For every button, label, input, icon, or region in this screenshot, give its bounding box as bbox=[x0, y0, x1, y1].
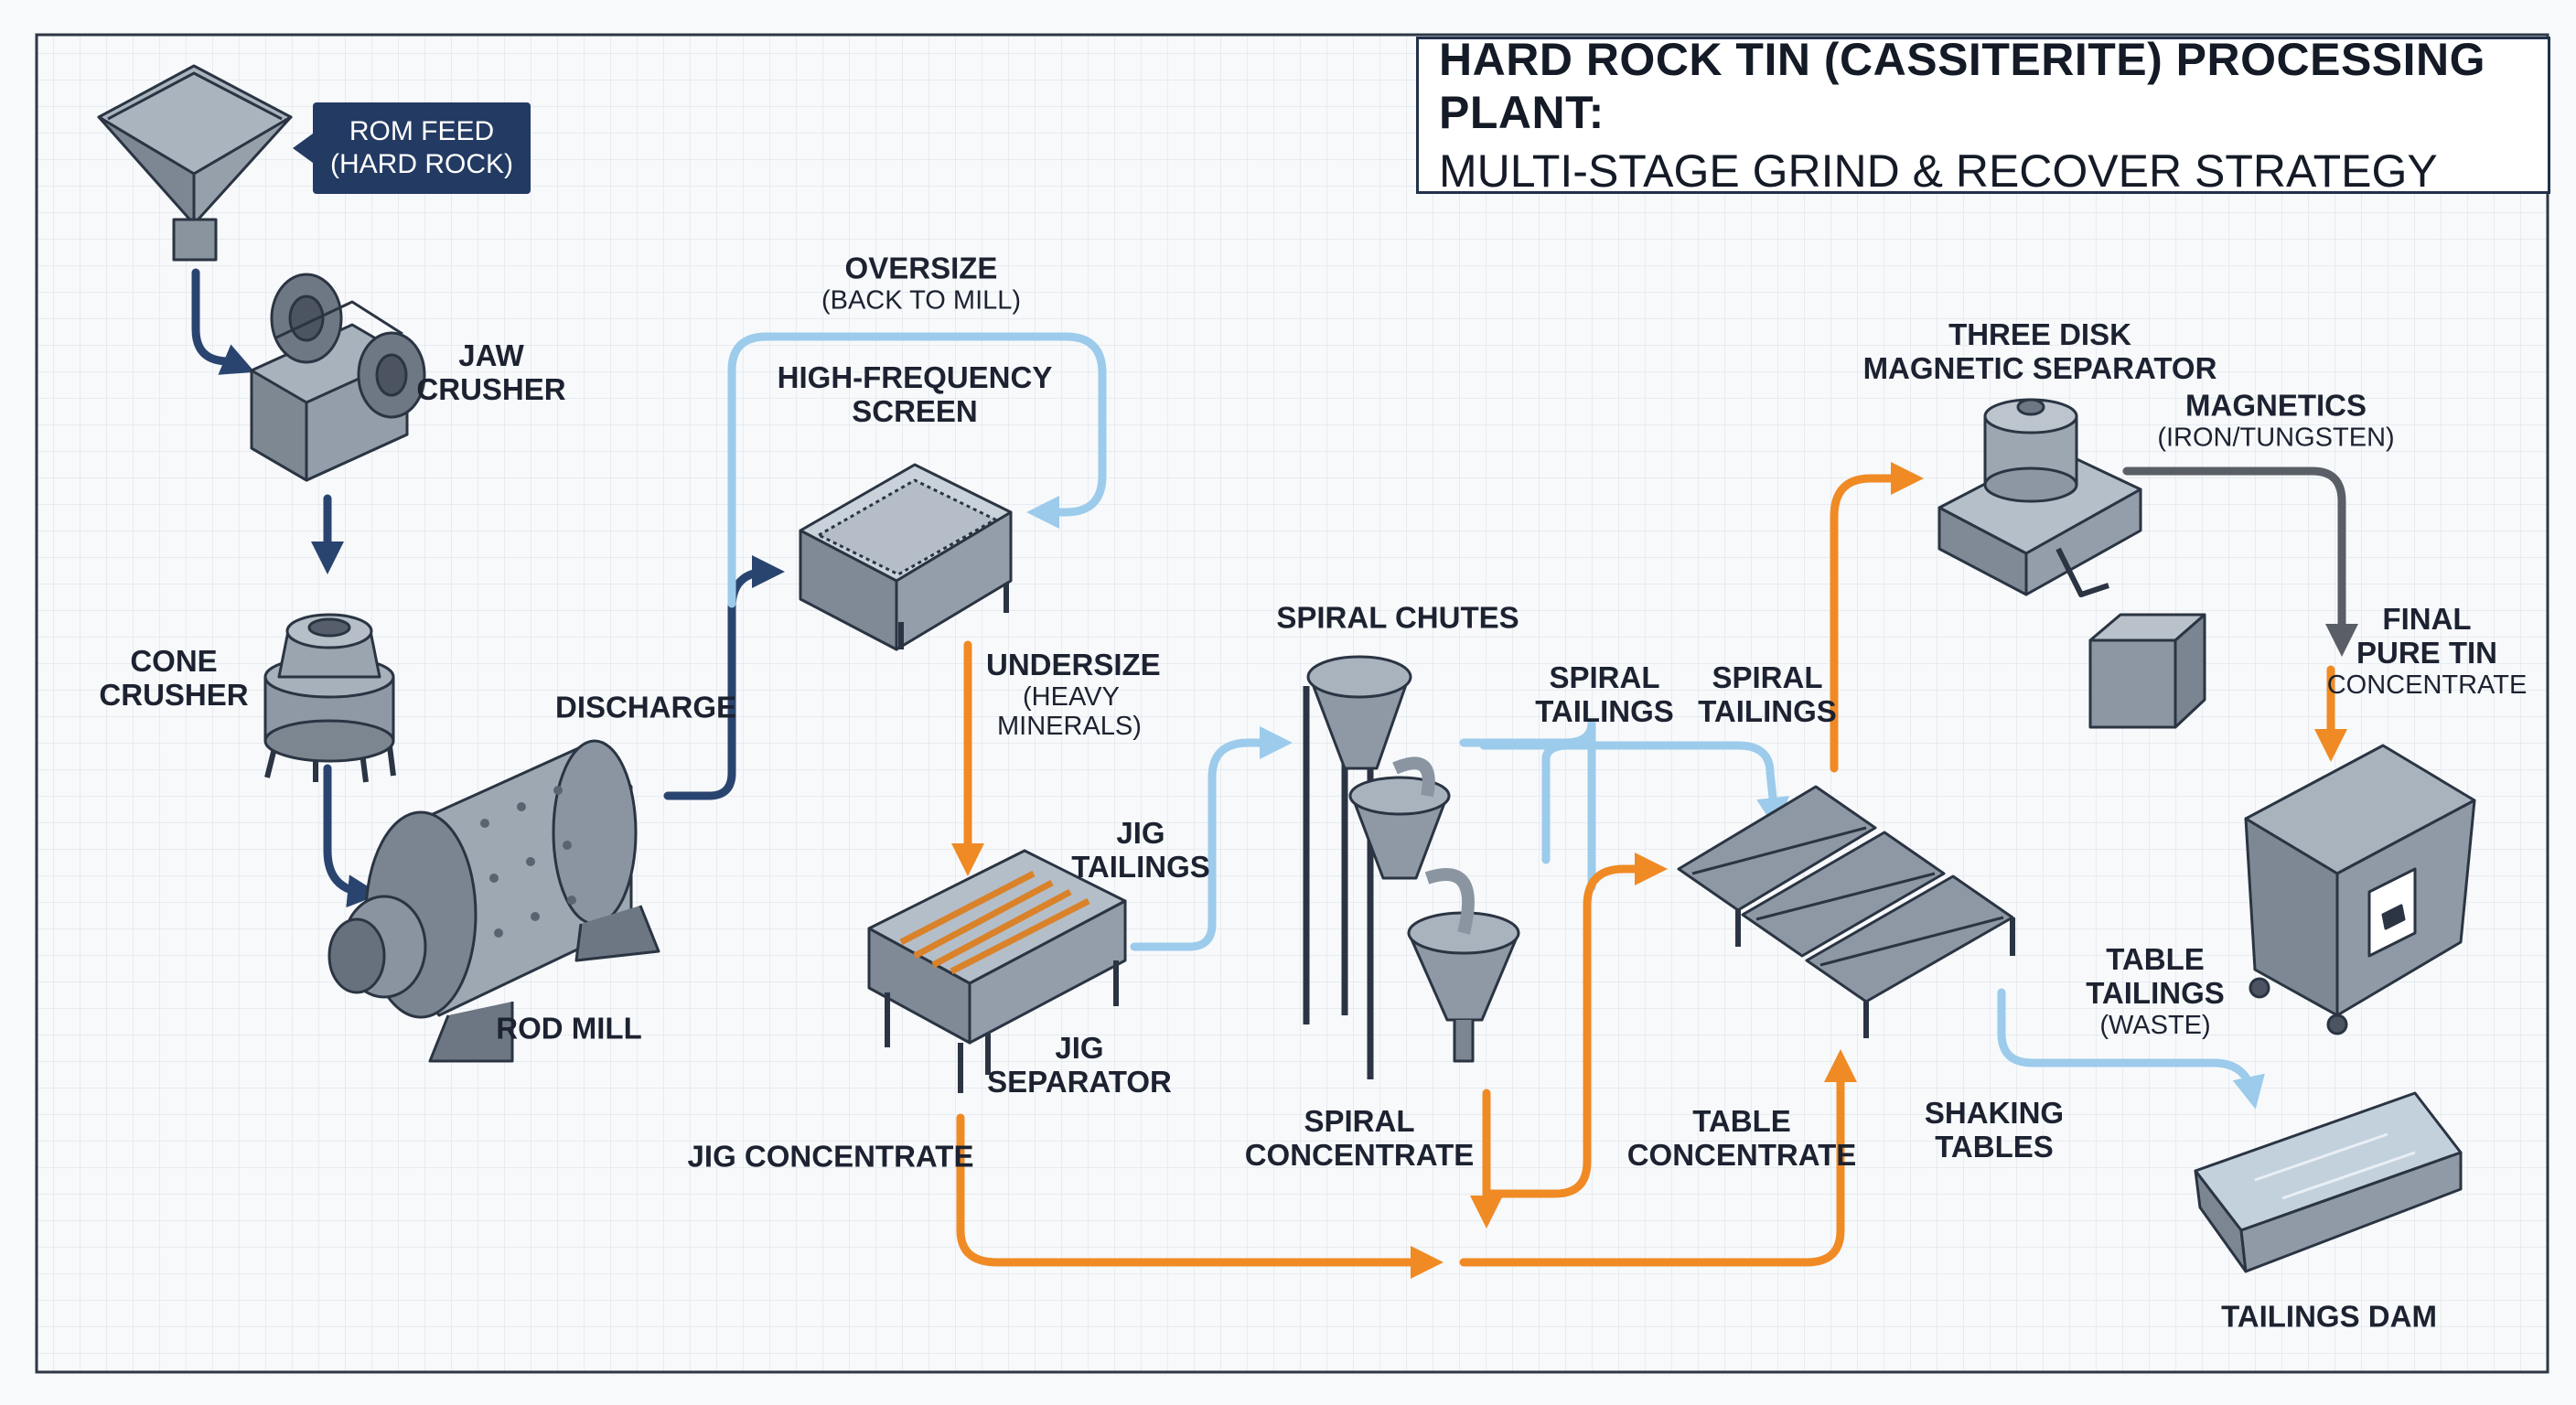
table-tailings-line2: TAILINGS bbox=[2086, 975, 2225, 1010]
discharge-label-text: DISCHARGE bbox=[554, 690, 737, 724]
jig-separator bbox=[867, 849, 1127, 1093]
jig-concentrate-label-text: JIG CONCENTRATE bbox=[687, 1139, 974, 1174]
magnetics-label-title: MAGNETICS bbox=[2185, 388, 2367, 423]
rom-feed-label: ROM FEED bbox=[349, 116, 495, 146]
shaking-tables-line2: TABLES bbox=[1935, 1130, 2054, 1164]
shaking-tables-line1: SHAKING bbox=[1924, 1096, 2065, 1131]
rod-mill-label-text: ROD MILL bbox=[496, 1011, 642, 1046]
oversize-label-note: (BACK TO MILL) bbox=[821, 285, 1022, 316]
magnetic-separator-label: THREE DISK MAGNETIC SEPARATOR bbox=[1862, 317, 2217, 386]
jig-tailings-label-line2: TAILINGS bbox=[1071, 850, 1210, 884]
final-product-bin bbox=[2244, 744, 2476, 1035]
undersize-label-note2: MINERALS) bbox=[997, 712, 1142, 742]
shaking-tables-label: SHAKING TABLES bbox=[1924, 1096, 2065, 1164]
oversize-label-title: OVERSIZE bbox=[844, 251, 998, 285]
discharge-label: DISCHARGE bbox=[554, 690, 737, 725]
screen-label-line1: HIGH-FREQUENCY bbox=[777, 360, 1053, 395]
spiral-tailings-1-line2: TAILINGS bbox=[1535, 694, 1674, 728]
jig-concentrate-label: JIG CONCENTRATE bbox=[687, 1139, 974, 1174]
tailings-dam-label: TAILINGS DAM bbox=[2221, 1299, 2437, 1335]
cone-crusher bbox=[263, 613, 396, 783]
magnetics-flow-line bbox=[2122, 467, 2358, 657]
tailings-flow-lines bbox=[727, 332, 2265, 1110]
jig-tailings-label: JIG TAILINGS bbox=[1071, 816, 1210, 885]
jig-tailings-label-line1: JIG bbox=[1116, 816, 1165, 851]
final-product-label: FINAL PURE TIN CONCENTRATE bbox=[2326, 601, 2528, 700]
spiral-chutes-label: SPIRAL CHUTES bbox=[1276, 600, 1519, 636]
undersize-label-title: UNDERSIZE bbox=[986, 648, 1161, 682]
screen-label: HIGH-FREQUENCY SCREEN bbox=[777, 360, 1053, 429]
spiral-chutes bbox=[1303, 655, 1520, 1079]
table-tailings-line1: TABLE bbox=[2106, 941, 2205, 976]
magnetic-separator-line2: MAGNETIC SEPARATOR bbox=[1862, 351, 2217, 385]
high-frequency-screen bbox=[799, 463, 1013, 651]
rom-feed-note: (HARD ROCK) bbox=[330, 149, 513, 179]
jig-separator-label-line2: SEPARATOR bbox=[987, 1065, 1172, 1099]
cone-crusher-label-line2: CRUSHER bbox=[99, 678, 249, 712]
magnetics-label-note: (IRON/TUNGSTEN) bbox=[2157, 423, 2395, 453]
rom-feed-tag: ROM FEED (HARD ROCK) bbox=[293, 102, 531, 194]
undersize-label: UNDERSIZE (HEAVY MINERALS) bbox=[986, 648, 1161, 742]
spiral-concentrate-line2: CONCENTRATE bbox=[1244, 1138, 1475, 1172]
jaw-crusher-label-line1: JAW bbox=[458, 338, 524, 373]
spiral-tailings-2-line1: SPIRAL bbox=[1712, 660, 1823, 695]
page-subtitle: MULTI-STAGE GRIND & RECOVER STRATEGY bbox=[1439, 145, 2438, 197]
magnetics-label: MAGNETICS (IRON/TUNGSTEN) bbox=[2157, 388, 2395, 453]
rod-mill bbox=[327, 739, 660, 1063]
table-concentrate-line1: TABLE bbox=[1692, 1104, 1791, 1139]
concentrate-flow-lines bbox=[951, 462, 2347, 1279]
spiral-concentrate-label: SPIRAL CONCENTRATE bbox=[1244, 1104, 1475, 1173]
table-concentrate-line2: CONCENTRATE bbox=[1626, 1138, 1857, 1172]
undersize-label-note1: (HEAVY bbox=[1023, 682, 1120, 713]
final-product-line2: PURE TIN bbox=[2356, 635, 2498, 670]
final-product-line1: FINAL bbox=[2382, 601, 2472, 636]
cone-crusher-label: CONE CRUSHER bbox=[99, 644, 249, 713]
jaw-crusher-label-line2: CRUSHER bbox=[416, 372, 566, 406]
primary-flow-lines bbox=[191, 268, 785, 908]
shaking-tables bbox=[1677, 785, 2015, 1038]
jig-separator-label-line1: JIG bbox=[1055, 1031, 1104, 1066]
tailings-dam-label-text: TAILINGS DAM bbox=[2221, 1299, 2437, 1334]
table-tailings-note: (WASTE) bbox=[2099, 1010, 2211, 1040]
cone-crusher-label-line1: CONE bbox=[130, 644, 218, 679]
title-box: HARD ROCK TIN (CASSITERITE) PROCESSING P… bbox=[1416, 34, 2550, 197]
magnetics-bin bbox=[2088, 613, 2206, 729]
spiral-tailings-1-line1: SPIRAL bbox=[1549, 660, 1660, 695]
screen-label-line2: SCREEN bbox=[852, 394, 978, 428]
spiral-tailings-label-1: SPIRAL TAILINGS bbox=[1535, 660, 1674, 729]
oversize-label: OVERSIZE (BACK TO MILL) bbox=[821, 251, 1022, 316]
table-tailings-label: TABLE TAILINGS (WASTE) bbox=[2086, 941, 2225, 1040]
page-title: HARD ROCK TIN (CASSITERITE) PROCESSING P… bbox=[1439, 34, 2486, 138]
rom-feed-hopper bbox=[97, 64, 293, 262]
jaw-crusher-label: JAW CRUSHER bbox=[416, 338, 566, 407]
jig-separator-label: JIG SEPARATOR bbox=[987, 1031, 1172, 1099]
spiral-tailings-label-2: SPIRAL TAILINGS bbox=[1698, 660, 1837, 729]
final-product-note: CONCENTRATE bbox=[2326, 670, 2528, 700]
jaw-crusher bbox=[250, 273, 426, 482]
magnetic-separator-line1: THREE DISK bbox=[1948, 317, 2131, 352]
spiral-chutes-label-text: SPIRAL CHUTES bbox=[1276, 600, 1519, 635]
tailings-dam bbox=[2194, 1091, 2463, 1273]
three-disk-magnetic-separator bbox=[1937, 398, 2142, 597]
table-concentrate-label: TABLE CONCENTRATE bbox=[1626, 1104, 1857, 1173]
spiral-tailings-2-line2: TAILINGS bbox=[1698, 694, 1837, 728]
spiral-concentrate-line1: SPIRAL bbox=[1304, 1104, 1415, 1139]
rod-mill-label: ROD MILL bbox=[496, 1011, 642, 1046]
